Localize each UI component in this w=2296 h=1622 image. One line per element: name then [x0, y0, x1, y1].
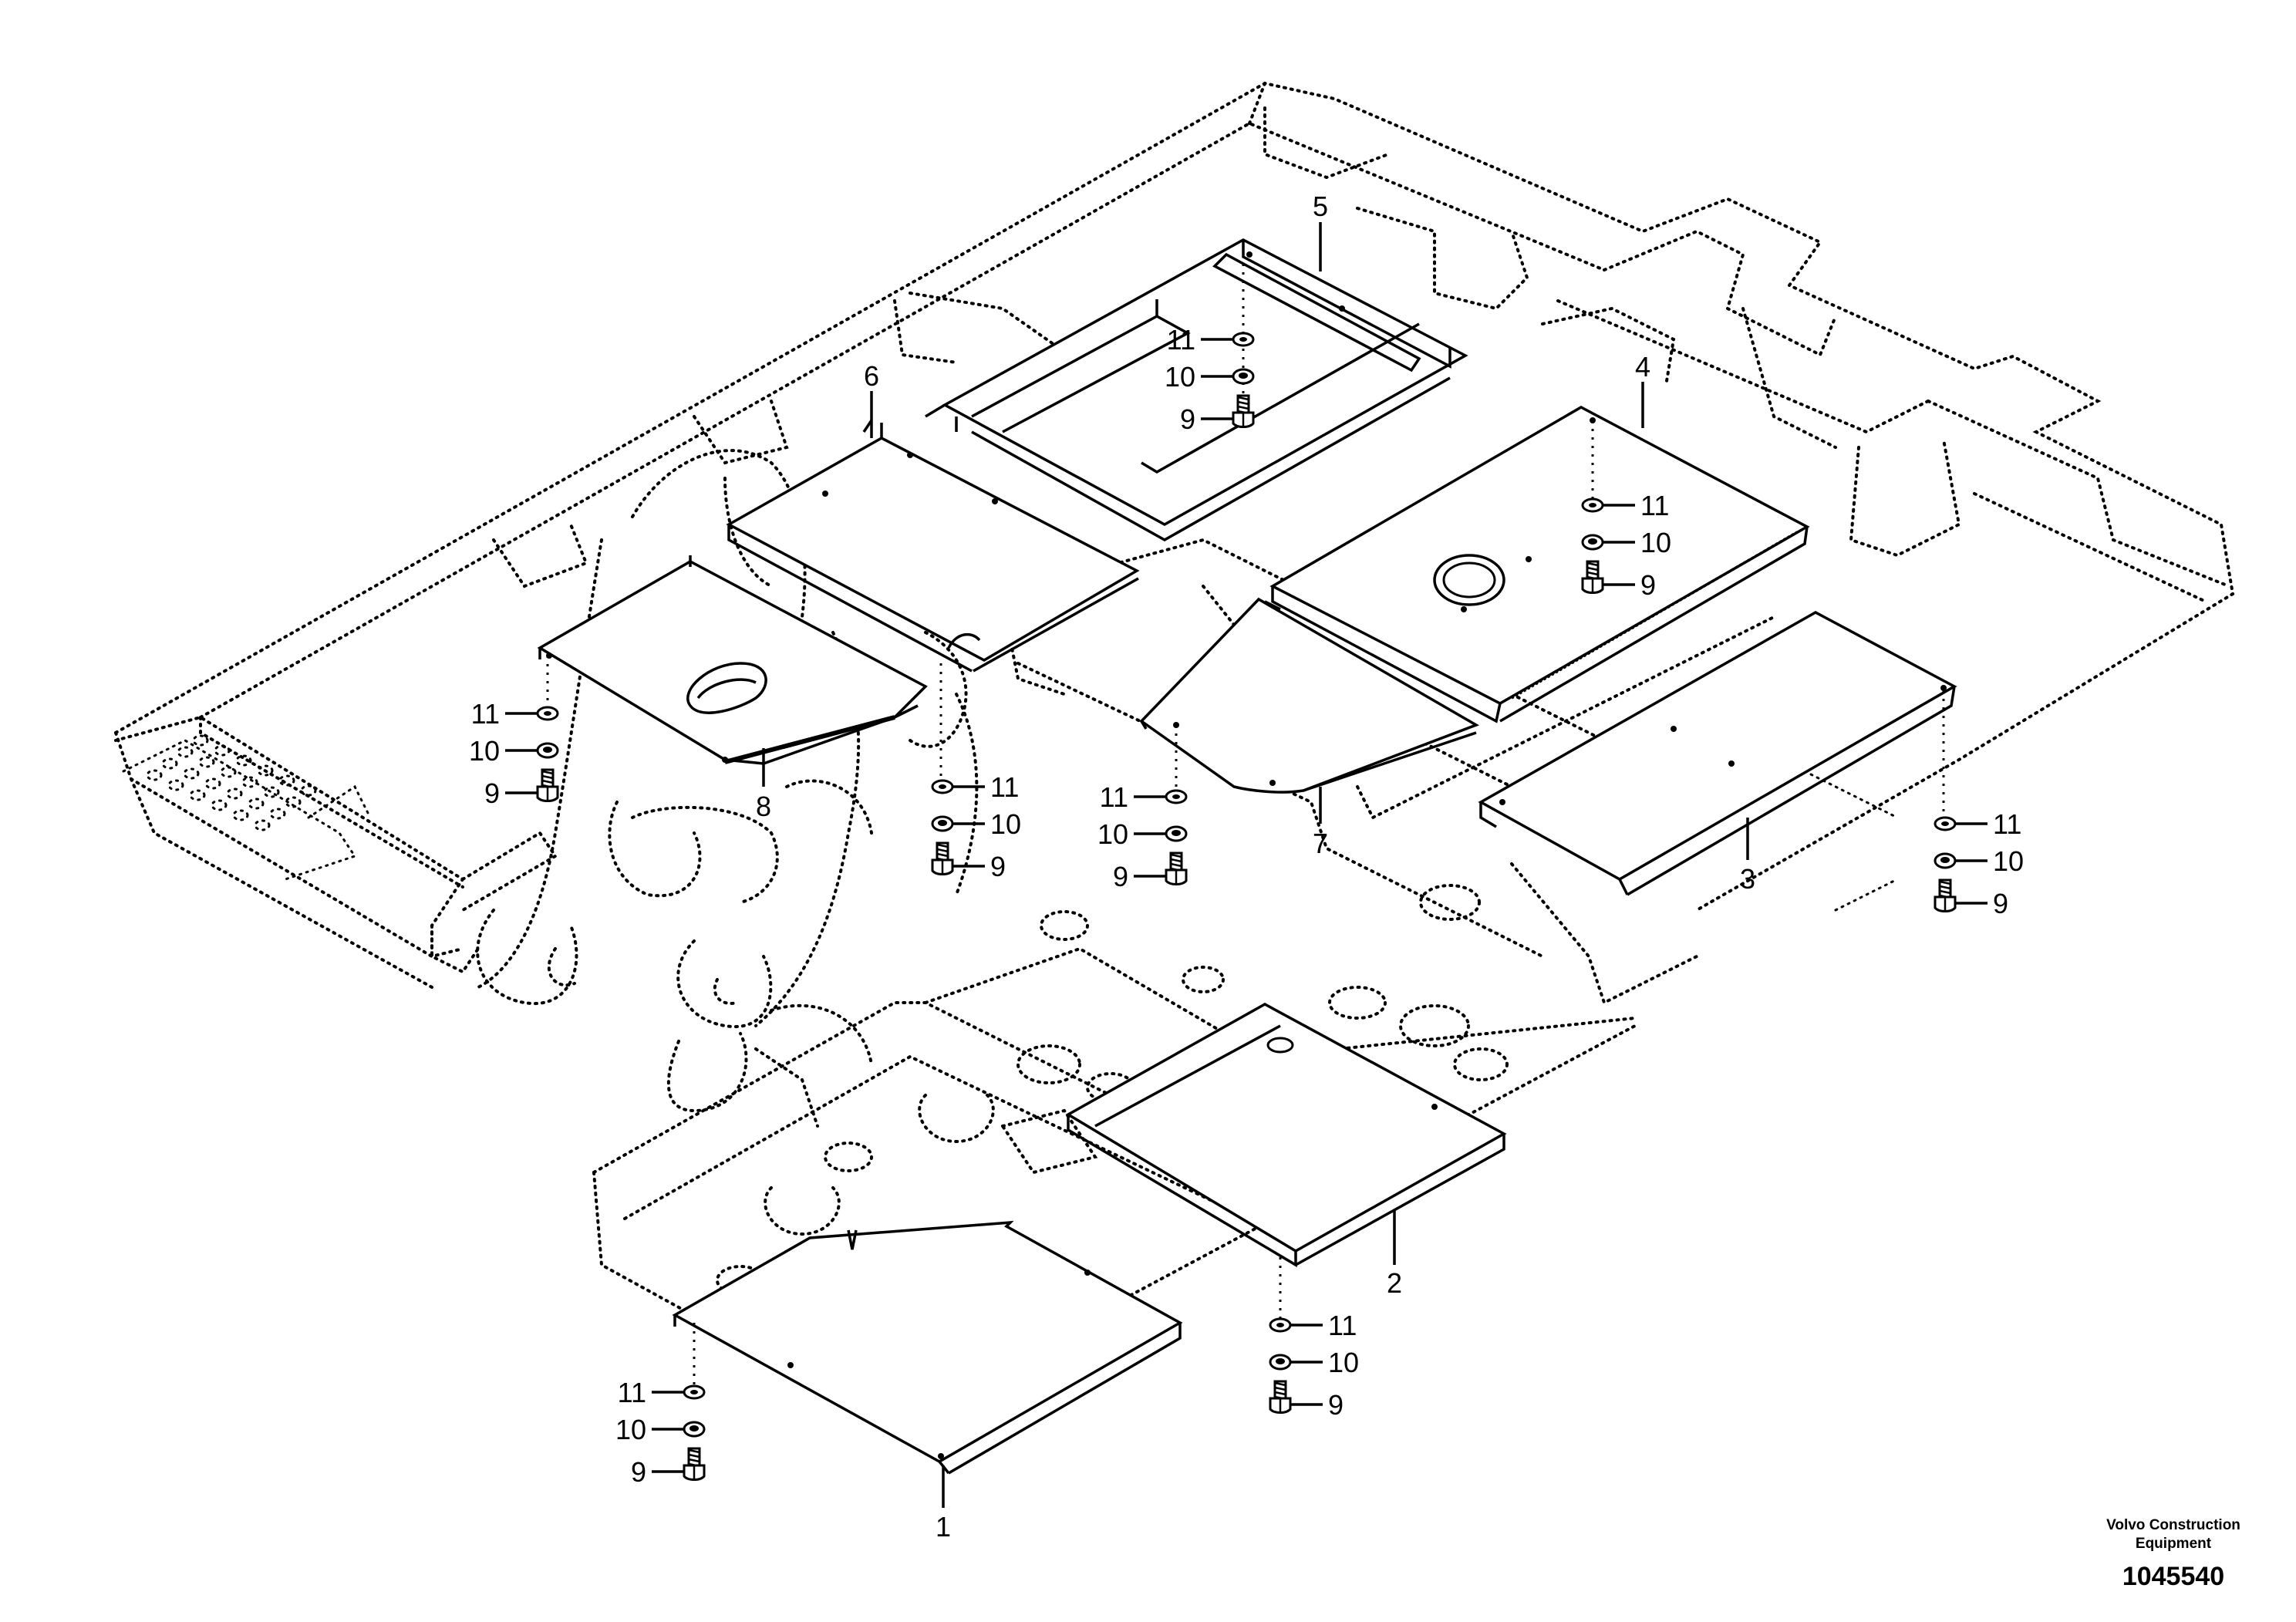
bolt-icon [931, 841, 954, 875]
washer-hole-icon [1239, 337, 1247, 342]
bolt-callout: 9 [631, 1456, 646, 1488]
washer-hole-icon [690, 1390, 698, 1394]
bolt-callout: 9 [1640, 569, 1656, 601]
part-callout-6: 6 [864, 360, 879, 392]
brand-line-1: Volvo Construction [2106, 1517, 2240, 1533]
bolt-icon [1232, 394, 1255, 428]
cover-plate-7 [1139, 597, 1480, 794]
bolt-callout: 9 [1328, 1389, 1344, 1421]
washer-hole-icon [544, 711, 551, 716]
bolt-callout: 9 [484, 777, 500, 809]
bolt-callout: 9 [990, 851, 1006, 882]
bolt-icon [1581, 560, 1604, 594]
bolt-callout: 9 [1993, 888, 2008, 919]
part-callouts: 5 6 4 8 7 3 2 1 [756, 191, 1755, 1543]
washer-hole-icon [1940, 857, 1950, 863]
part-callout-7: 7 [1313, 828, 1328, 859]
bolt-icon [1269, 1380, 1292, 1414]
cover-plate-4 [1269, 405, 1810, 723]
cover-plate-8 [537, 555, 928, 765]
bolt-callout: 9 [1113, 861, 1128, 892]
washer-upper-callout: 11 [1100, 781, 1128, 813]
washer-upper-callout: 11 [471, 698, 500, 730]
step-grating [146, 734, 317, 831]
washer-upper-callout: 11 [1640, 490, 1669, 521]
washer-hole-icon [1172, 830, 1181, 836]
part-callout-leaders [762, 222, 1749, 1508]
washer-upper-callout: 11 [1167, 324, 1195, 356]
washer-hole-icon [1172, 794, 1180, 799]
part-callout-8: 8 [756, 791, 771, 822]
washer-upper-callout: 11 [1993, 808, 2021, 840]
bolt-callout: 9 [1180, 403, 1195, 435]
document-number: 1045540 [2122, 1562, 2224, 1591]
bolt-icon [683, 1447, 706, 1481]
washer-hole-icon [1589, 503, 1596, 508]
part-callout-2: 2 [1387, 1267, 1402, 1299]
cover-plate-3 [1478, 611, 1957, 896]
fastener-stack: 11 10 9 [1581, 490, 1671, 601]
fastener-stacks: 11 10 9 11 10 9 11 10 9 11 10 9 11 10 9 11 10 9 11 10 9 11 10 9 [469, 324, 2024, 1488]
part-callout-1: 1 [936, 1511, 951, 1543]
washer-hole-icon [1941, 821, 1949, 826]
cover-plate-1 [672, 1220, 1183, 1475]
part-callout-3: 3 [1740, 863, 1755, 895]
title-block: Volvo Construction Equipment 1045540 [2106, 1517, 2240, 1591]
washer-lower-callout: 10 [1640, 527, 1671, 558]
washer-hole-icon [939, 784, 946, 789]
cover-plate-2 [1065, 1003, 1507, 1268]
fastener-stack: 11 10 9 [1097, 781, 1188, 892]
fastener-stack: 11 10 9 [1269, 1310, 1359, 1421]
fastener-stack: 11 10 9 [1165, 324, 1255, 435]
part-callout-5: 5 [1313, 191, 1328, 222]
left-side-beam [114, 715, 558, 989]
assembly-leaders [546, 247, 1945, 1388]
washer-upper-callout: 11 [618, 1377, 646, 1408]
washer-hole-icon [1588, 538, 1597, 545]
fastener-stack: 11 10 9 [469, 698, 559, 809]
brand-line-2: Equipment [2136, 1536, 2212, 1552]
washer-lower-callout: 10 [615, 1414, 646, 1445]
washer-lower-callout: 10 [469, 735, 500, 767]
washer-hole-icon [1276, 1323, 1284, 1327]
bolt-icon [1165, 851, 1188, 885]
washer-lower-callout: 10 [1993, 845, 2024, 877]
washer-upper-callout: 11 [1328, 1310, 1357, 1341]
fastener-stack: 11 10 9 [931, 771, 1021, 882]
bolt-icon [536, 768, 559, 802]
washer-lower-callout: 10 [1165, 361, 1195, 393]
washer-upper-callout: 11 [990, 771, 1019, 803]
washer-hole-icon [1239, 373, 1248, 379]
fastener-stack: 11 10 9 [615, 1377, 706, 1488]
fastener-stack: 11 10 9 [1934, 808, 2024, 919]
washer-lower-callout: 10 [990, 808, 1021, 840]
part-callout-4: 4 [1635, 351, 1650, 383]
bolt-icon [1934, 878, 1957, 912]
washer-hole-icon [543, 747, 552, 753]
washer-lower-callout: 10 [1097, 818, 1128, 850]
washer-hole-icon [938, 820, 947, 826]
washer-lower-callout: 10 [1328, 1347, 1359, 1378]
cover-plate-6 [726, 420, 1140, 673]
upper-frame-outline [114, 81, 2235, 959]
washer-hole-icon [689, 1425, 699, 1431]
washer-hole-icon [1276, 1358, 1285, 1364]
cover-plate-5 [925, 238, 1468, 542]
